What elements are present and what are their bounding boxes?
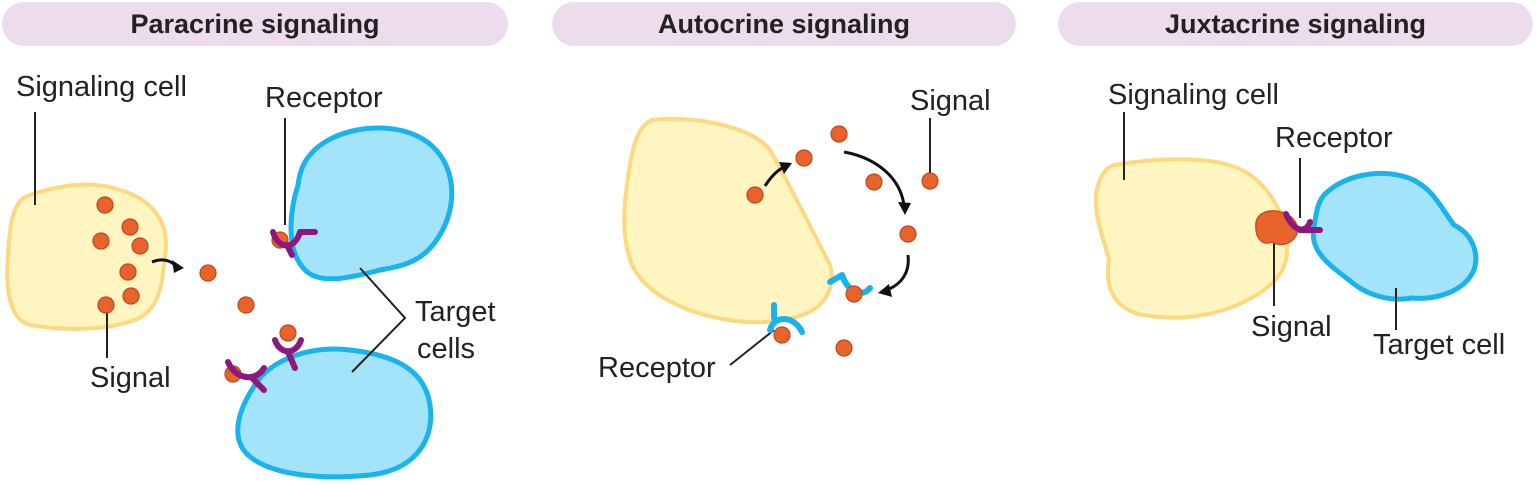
- paracrine-target-cell-top: [288, 125, 455, 282]
- paracrine-signal-molecule: [122, 287, 140, 305]
- juxtacrine-title: Juxtacrine signaling: [1164, 8, 1427, 39]
- autocrine-signal-molecule: [899, 225, 917, 243]
- paracrine-panel: Paracrine signaling: [0, 0, 512, 485]
- autocrine-signal-label: Signal: [910, 85, 991, 117]
- paracrine-title: Paracrine signaling: [130, 8, 380, 39]
- paracrine-signal-molecule: [121, 218, 139, 236]
- paracrine-signal-molecule: [92, 232, 110, 250]
- autocrine-arrow-top: [843, 150, 906, 206]
- autocrine-receptor-bottom: [767, 302, 805, 335]
- autocrine-arrow-bottom-head: [878, 284, 892, 297]
- paracrine-target-label-line2: cells: [417, 333, 476, 365]
- autocrine-arrow-top-head: [898, 202, 911, 215]
- paracrine-signal-label: Signal: [90, 362, 171, 394]
- paracrine-signal-molecule: [97, 296, 115, 314]
- autocrine-receptor-label: Receptor: [598, 352, 716, 384]
- autocrine-signal-molecule: [773, 326, 791, 344]
- paracrine-target-cell-bottom: [235, 346, 434, 480]
- juxtacrine-target-cell-label: Target cell: [1373, 329, 1506, 361]
- juxtacrine-header: Juxtacrine signaling: [1058, 2, 1533, 46]
- paracrine-signal-molecule: [199, 264, 217, 282]
- autocrine-arrow-out-head: [779, 162, 792, 174]
- paracrine-target-label-line1: Target: [415, 296, 496, 328]
- autocrine-receptor-line: [729, 329, 775, 366]
- juxtacrine-diagram: [1093, 112, 1479, 330]
- autocrine-signal-molecule: [835, 339, 853, 357]
- autocrine-signal-molecule: [746, 186, 764, 204]
- paracrine-signal-molecule: [237, 296, 255, 314]
- autocrine-header: Autocrine signaling: [552, 2, 1016, 46]
- paracrine-header: Paracrine signaling: [2, 2, 508, 46]
- juxtacrine-signaling-cell-label: Signaling cell: [1108, 79, 1279, 111]
- paracrine-signal-molecule: [279, 324, 297, 342]
- autocrine-signal-molecule: [795, 149, 813, 167]
- paracrine-signaling-cell-label: Signaling cell: [16, 71, 187, 103]
- paracrine-arrow-head: [172, 260, 184, 273]
- autocrine-signal-molecule: [830, 125, 848, 143]
- paracrine-signal-molecule: [119, 263, 137, 281]
- autocrine-panel: Autocrine signaling Si: [512, 0, 1024, 485]
- autocrine-signaling-cell: [622, 116, 834, 325]
- autocrine-signal-molecule: [845, 285, 863, 303]
- paracrine-receptor-top: [270, 229, 318, 258]
- paracrine-signal-molecule: [96, 196, 114, 214]
- juxtacrine-receptor: [1283, 211, 1323, 233]
- paracrine-signal-molecule: [131, 237, 149, 255]
- autocrine-diagram: [622, 116, 939, 366]
- paracrine-signaling-cell: [5, 182, 168, 331]
- paracrine-target-line: [351, 267, 407, 373]
- paracrine-receptor-label: Receptor: [265, 82, 383, 114]
- autocrine-title: Autocrine signaling: [657, 8, 911, 39]
- juxtacrine-signaling-cell: [1093, 157, 1290, 320]
- paracrine-receptor-mid: [272, 337, 304, 371]
- juxtacrine-panel: Juxtacrine signaling Signaling cell Rece…: [1024, 0, 1536, 485]
- autocrine-signal-molecule: [865, 173, 883, 191]
- juxtacrine-signal-label: Signal: [1251, 311, 1332, 343]
- autocrine-arrow-bottom: [886, 254, 910, 292]
- juxtacrine-target-cell: [1310, 170, 1479, 302]
- juxtacrine-receptor-label: Receptor: [1275, 122, 1393, 154]
- autocrine-signal-molecule: [921, 172, 939, 190]
- paracrine-diagram: [5, 112, 455, 480]
- paracrine-receptor-low: [225, 359, 267, 393]
